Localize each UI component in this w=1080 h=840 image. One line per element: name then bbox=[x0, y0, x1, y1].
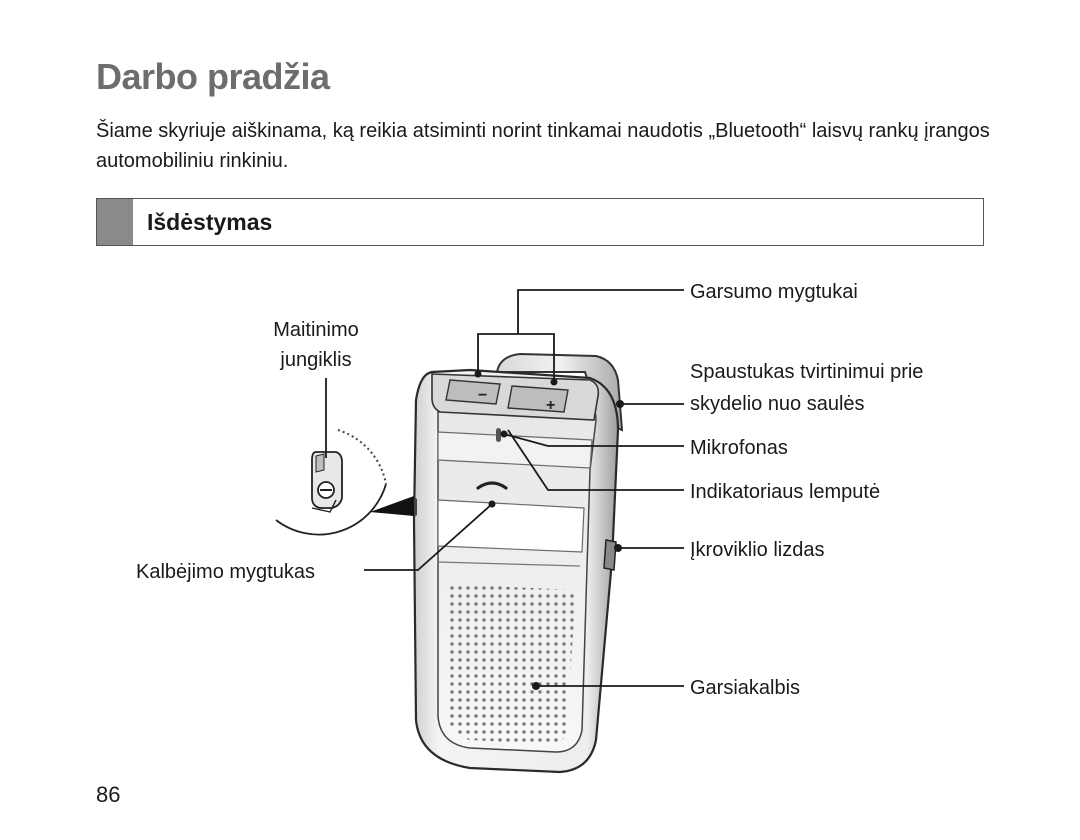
section-title: Išdėstymas bbox=[147, 209, 273, 235]
leader-volume bbox=[477, 289, 684, 382]
section-header: Išdėstymas bbox=[96, 198, 984, 246]
label-microphone: Mikrofonas bbox=[690, 437, 788, 459]
label-indicator-light: Indikatoriaus lemputė bbox=[690, 481, 880, 503]
talk-button[interactable] bbox=[476, 481, 508, 490]
zoom-arc-dotted bbox=[337, 429, 387, 485]
volume-up-button[interactable] bbox=[507, 385, 569, 413]
zoom-pointer bbox=[370, 496, 414, 516]
zoom-arc bbox=[275, 483, 387, 536]
page-number: 86 bbox=[96, 782, 121, 807]
face-band-lower bbox=[437, 499, 585, 553]
leader-microphone bbox=[503, 433, 684, 447]
label-clip-line1: Spaustukas tvirtinimui prie bbox=[690, 361, 923, 383]
label-power-switch-line2: jungiklis bbox=[279, 349, 351, 371]
label-talk-button: Kalbėjimo mygtukas bbox=[136, 561, 315, 583]
leader-dots bbox=[474, 370, 624, 690]
charger-port bbox=[603, 539, 617, 571]
label-charger-port: Įkroviklio lizdas bbox=[690, 539, 824, 561]
microphone-hole bbox=[496, 428, 501, 442]
volume-down-button[interactable] bbox=[445, 379, 501, 405]
label-power-switch-line1: Maitinimo bbox=[273, 319, 359, 341]
volume-down-mark: − bbox=[478, 387, 487, 404]
face-divider bbox=[437, 561, 581, 567]
speaker-grille bbox=[446, 584, 576, 744]
face-band-upper bbox=[437, 431, 593, 469]
section-marker bbox=[97, 199, 133, 245]
volume-up-mark: + bbox=[546, 397, 555, 414]
page-title: Darbo pradžia bbox=[96, 56, 330, 97]
label-clip-line2: skydelio nuo saulės bbox=[690, 393, 865, 415]
intro-paragraph: Šiame skyriuje aiškinama, ką reikia atsi… bbox=[96, 120, 990, 172]
leader-lines bbox=[325, 289, 684, 687]
visor-clip bbox=[495, 352, 624, 432]
label-speaker: Garsiakalbis bbox=[690, 677, 800, 699]
label-volume-buttons: Garsumo mygtukai bbox=[690, 281, 858, 303]
leader-talk-button bbox=[364, 503, 493, 571]
leader-indicator bbox=[507, 429, 684, 491]
power-switch-detail bbox=[311, 451, 343, 513]
